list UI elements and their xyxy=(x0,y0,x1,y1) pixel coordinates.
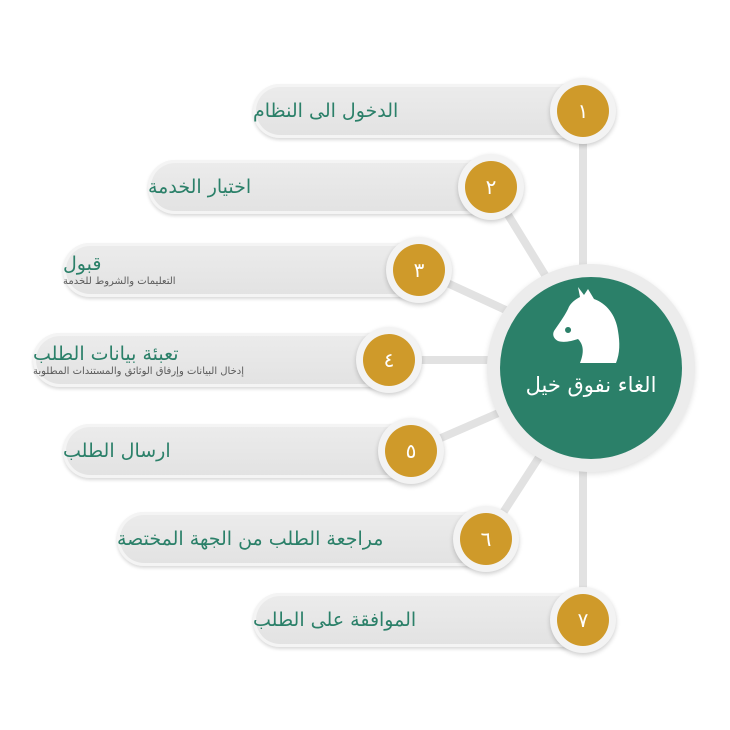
step-4-subtitle: إدخال البيانات وإرفاق الوثائق والمستندات… xyxy=(33,365,245,377)
step-7-badge: ٧ xyxy=(550,587,616,653)
step-3-number: ٣ xyxy=(393,244,445,296)
step-5-title: ارسال الطلب xyxy=(63,440,171,462)
step-2-badge: ٢ xyxy=(458,154,524,220)
step-2-number: ٢ xyxy=(465,161,517,213)
step-6-pill[interactable]: مراجعة الطلب من الجهة المختصة xyxy=(117,512,516,566)
step-4-title: تعبئة بيانات الطلب xyxy=(33,342,179,365)
step-2-title: اختيار الخدمة xyxy=(148,176,252,198)
step-6-badge: ٦ xyxy=(453,506,519,572)
step-5-badge: ٥ xyxy=(378,418,444,484)
horse-head-icon xyxy=(553,287,620,363)
step-7-title: الموافقة على الطلب xyxy=(253,609,417,631)
step-5-number: ٥ xyxy=(385,425,437,477)
step-3-badge: ٣ xyxy=(386,237,452,303)
step-4-pill[interactable]: تعبئة بيانات الطلب إدخال البيانات وإرفاق… xyxy=(33,333,417,387)
step-3-title: قبول xyxy=(63,252,102,275)
step-5-pill[interactable]: ارسال الطلب xyxy=(63,424,438,478)
hub-title: الغاء نفوق خيل xyxy=(525,373,657,397)
step-6-number: ٦ xyxy=(460,513,512,565)
step-1-title: الدخول الى النظام xyxy=(253,100,399,122)
step-3-subtitle: التعليمات والشروط للخدمة xyxy=(63,275,176,287)
step-6-title: مراجعة الطلب من الجهة المختصة xyxy=(117,528,384,550)
hub-circle: الغاء نفوق خيل xyxy=(500,277,682,459)
step-7-number: ٧ xyxy=(557,594,609,646)
step-4-number: ٤ xyxy=(363,334,415,386)
step-2-pill[interactable]: اختيار الخدمة xyxy=(148,160,520,214)
step-1-badge: ١ xyxy=(550,78,616,144)
step-3-pill[interactable]: قبول التعليمات والشروط للخدمة xyxy=(63,243,448,297)
step-1-number: ١ xyxy=(557,85,609,137)
step-4-badge: ٤ xyxy=(356,327,422,393)
